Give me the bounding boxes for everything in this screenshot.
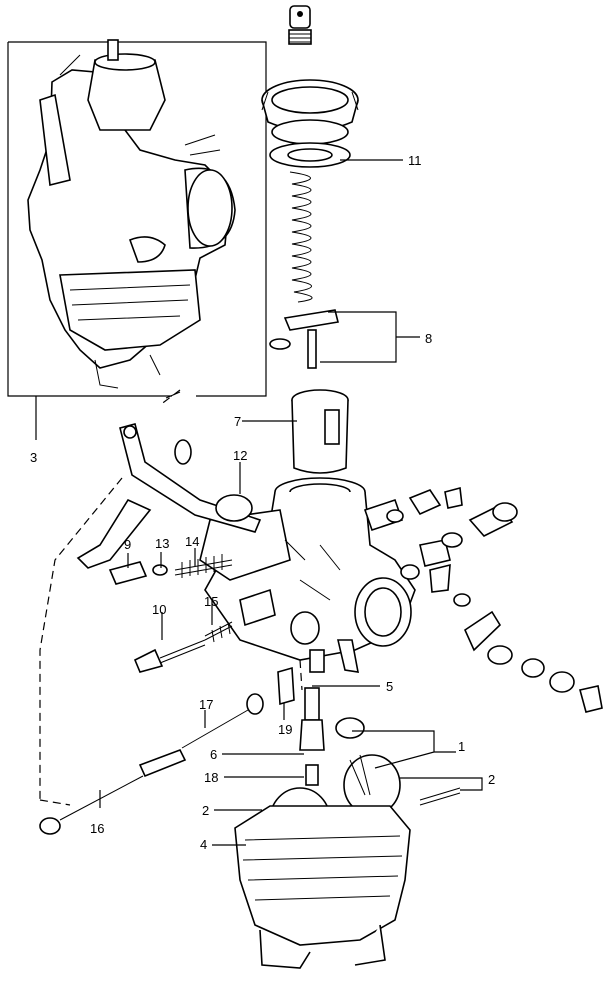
throttle-spring [289, 171, 313, 303]
callout-5: 5 [386, 679, 393, 694]
callout-labels: 3 11 8 7 12 13 14 9 15 10 5 17 19 6 1 18… [30, 153, 495, 852]
inset-bowl-ribs [69, 284, 191, 321]
callout-12: 12 [233, 448, 247, 463]
callout-19: 19 [278, 722, 292, 737]
left-side-screws [108, 554, 233, 673]
callout-6: 6 [210, 747, 217, 762]
callout-9: 9 [124, 537, 131, 552]
callout-8: 8 [425, 331, 432, 346]
dashed-guide-lines [39, 389, 303, 806]
inset-cap-screw [107, 39, 119, 61]
callout-1: 1 [458, 739, 465, 754]
callout-2-right: 2 [488, 772, 495, 787]
assembled-carburetor-inset [7, 39, 267, 397]
callout-11: 11 [408, 153, 422, 168]
inset-bore-opening [187, 169, 233, 247]
inset-float-bowl [59, 269, 201, 351]
throttle-slide [291, 389, 349, 474]
callout-16: 16 [90, 821, 104, 836]
top-adjust-screw [288, 5, 312, 45]
leader-lines [35, 159, 483, 846]
callout-14: 14 [185, 534, 199, 549]
carburetor-main-body [199, 477, 416, 673]
callout-13: 13 [155, 536, 169, 551]
callout-17: 17 [199, 697, 213, 712]
inset-cap-top [94, 53, 156, 71]
top-cap-assembly [261, 79, 359, 168]
inset-frame [7, 41, 267, 397]
callout-7: 7 [234, 414, 241, 429]
callout-4: 4 [200, 837, 207, 852]
callout-18: 18 [204, 770, 218, 785]
callout-2-left: 2 [202, 803, 209, 818]
inset-lever [39, 93, 71, 186]
jets-lower [277, 666, 325, 786]
inset-detail-lines [59, 54, 221, 156]
throttle-lever-arm [76, 391, 262, 569]
callout-15: 15 [204, 594, 218, 609]
callout-3: 3 [30, 450, 37, 465]
rod-and-cable [39, 693, 264, 835]
right-side-parts [386, 486, 603, 713]
jet-needle-assembly [269, 309, 339, 369]
inset-boss [128, 236, 166, 263]
inset-drain-tubes [94, 354, 161, 389]
float-bowl [234, 787, 461, 969]
callout-10: 10 [152, 602, 166, 617]
gasket-12 [215, 494, 253, 522]
